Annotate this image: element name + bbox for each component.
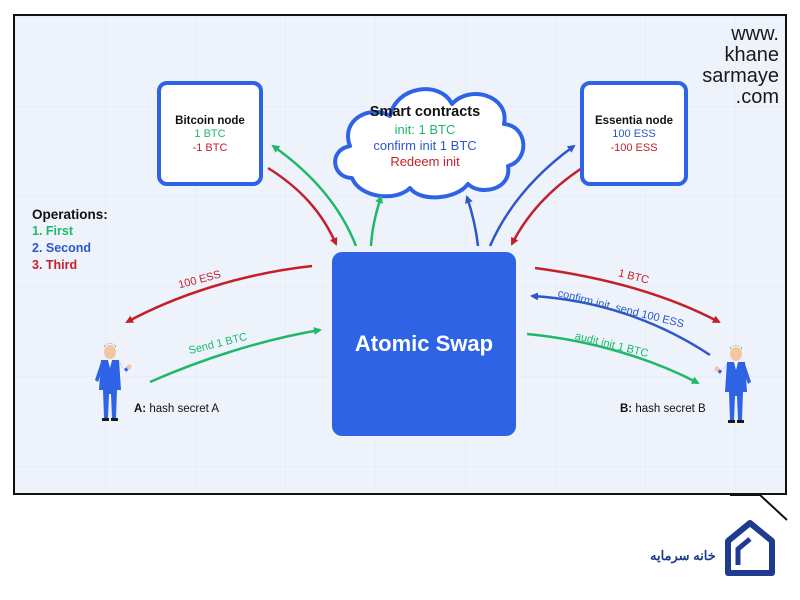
bitcoin-node-box: Bitcoin node 1 BTC -1 BTC [157, 81, 263, 186]
person-b-text: hash secret B [632, 403, 706, 415]
website-watermark: www. khane sarmaye .com [695, 24, 779, 108]
website-line-3: sarmaye [702, 65, 779, 87]
person-b-tag: B: [620, 403, 633, 415]
arrow-swap-to-contracts-blue [465, 195, 480, 247]
atomic-swap-box: Atomic Swap [332, 252, 516, 436]
smart-contracts-line-init: init: 1 BTC [394, 122, 456, 137]
smart-contracts-cloud [333, 87, 526, 200]
smart-contracts-line-confirm: confirm init 1 BTC [373, 138, 477, 153]
essentia-node-value-plus: 100 ESS [612, 128, 656, 140]
arrow-swap-to-essentia-blue [488, 144, 576, 247]
person-a-label: A: hash secret A [134, 403, 219, 415]
smart-contracts-line-redeem: Redeem init [390, 154, 460, 169]
operations-title: Operations: [32, 207, 108, 222]
atomic-swap-label: Atomic Swap [354, 331, 494, 356]
bitcoin-node-value-plus: 1 BTC [194, 128, 226, 140]
arrow-swap-to-a-red [125, 264, 313, 324]
frame-corner-notch [730, 494, 788, 521]
bitcoin-node-value-minus: -1 BTC [192, 142, 228, 154]
operations-item-first: 1. First [32, 224, 73, 238]
arrow-swap-to-bitcoin-green [271, 144, 358, 247]
person-b-label: B: hash secret B [620, 403, 706, 415]
arrow-swap-to-b-red [534, 266, 721, 324]
operations-legend: Operations: 1. First 2. Second 3. Third [32, 206, 108, 274]
person-a-tag: A: [134, 403, 147, 415]
website-line-4: .com [735, 86, 779, 108]
website-line-1: www. [731, 23, 779, 45]
person-b-figure [714, 345, 751, 423]
arrow-b-to-swap-blue [530, 292, 711, 357]
essentia-node-title: Essentia node [595, 115, 673, 127]
arrow-swap-to-b-green [526, 332, 700, 385]
operations-item-third: 3. Third [32, 258, 78, 272]
arrow-essentia-to-swap-red [510, 166, 583, 246]
arrow-a-to-swap-green [149, 327, 322, 384]
smart-contracts-title: Smart contracts [369, 104, 481, 120]
house-logo-icon [725, 520, 775, 576]
bitcoin-node-title: Bitcoin node [175, 115, 245, 127]
essentia-node-value-minus: -100 ESS [610, 142, 658, 154]
arrow-bitcoin-to-swap-red [267, 166, 338, 246]
smart-contracts-text: Smart contracts init: 1 BTC confirm init… [345, 103, 505, 170]
person-a-text: hash secret A [146, 403, 220, 415]
essentia-node-box: Essentia node 100 ESS -100 ESS [580, 81, 688, 186]
operations-item-second: 2. Second [32, 241, 92, 255]
arrow-swap-to-contracts-green [369, 195, 383, 247]
website-line-2: khane [724, 44, 780, 66]
logo-wordmark: خانه سرمایه [650, 548, 716, 563]
person-a-figure [95, 343, 132, 421]
